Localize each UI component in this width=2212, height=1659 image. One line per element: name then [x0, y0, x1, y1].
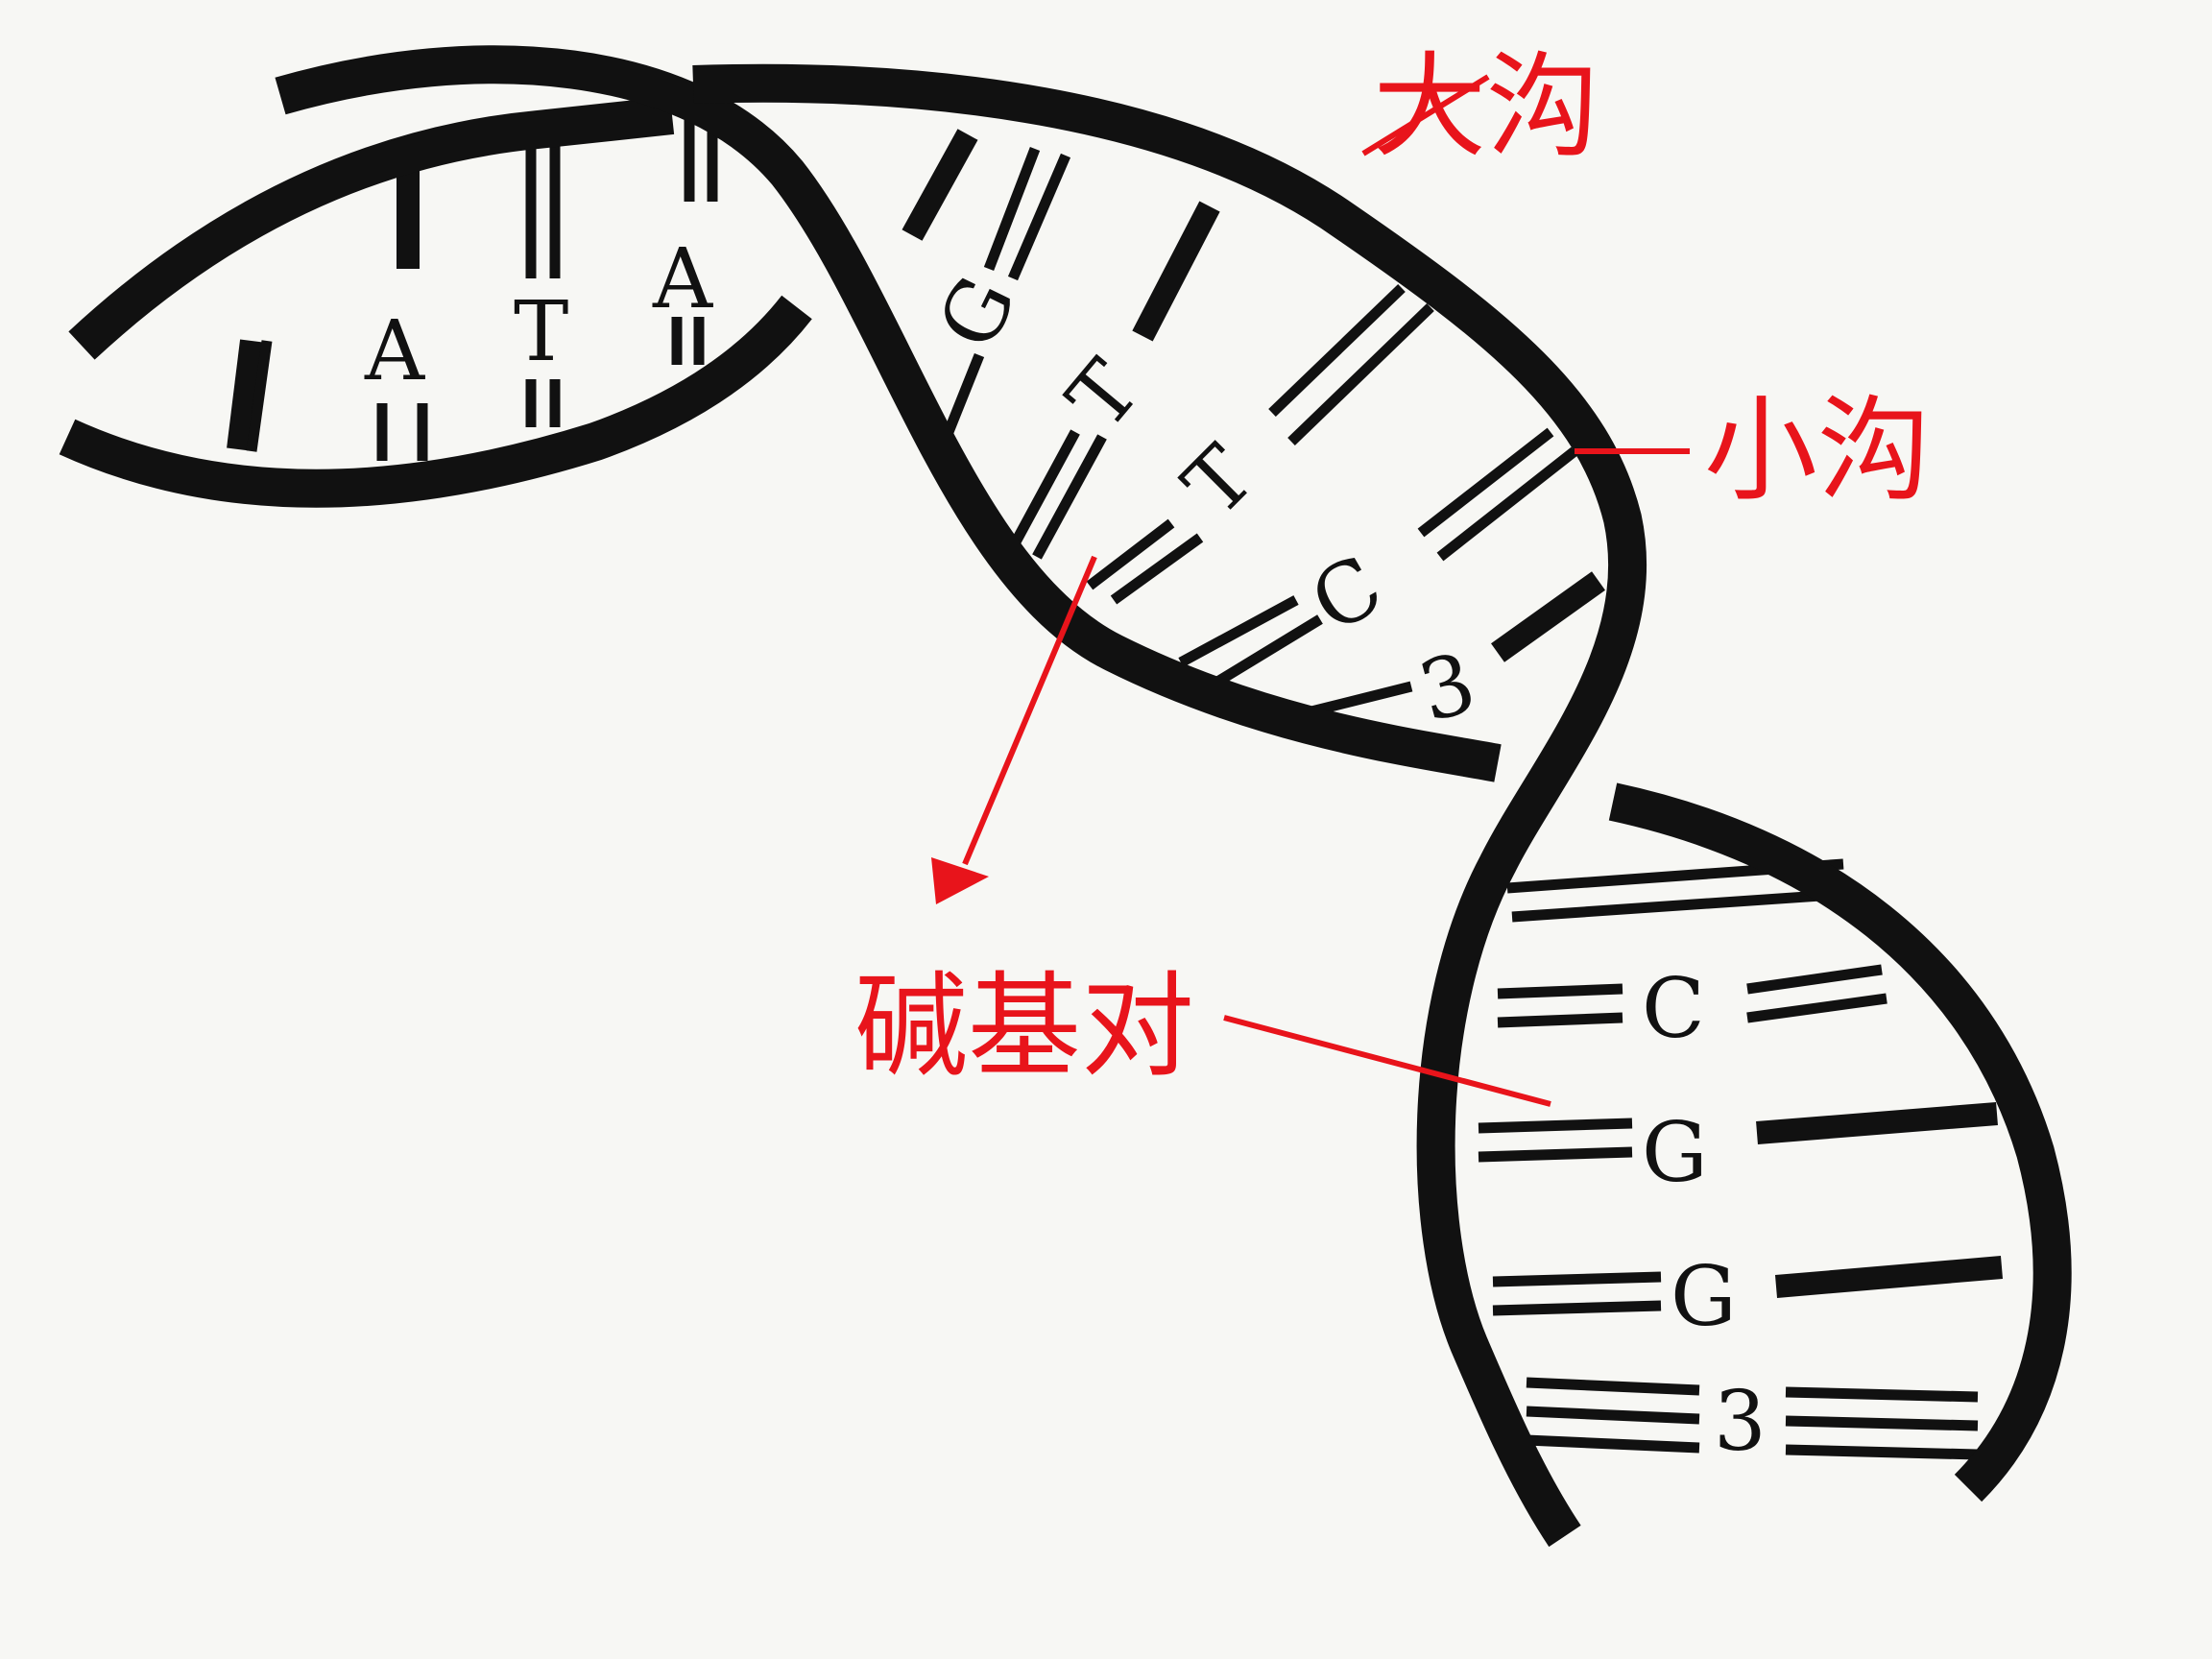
- strand-left-upper: [68, 96, 675, 360]
- annotations: 大沟 小沟 碱基对: [854, 40, 1931, 1107]
- base-letter: G: [1642, 1105, 1708, 1201]
- base-letter: T: [514, 284, 568, 380]
- rung-group-g2: [1492, 1256, 2004, 1316]
- base-letter: T: [1166, 428, 1272, 535]
- strand-left-lower: [59, 295, 812, 508]
- base-pair-label: 碱基对: [854, 960, 1194, 1093]
- strand-middle-upper: [692, 63, 1647, 1548]
- backbone-strands: [59, 45, 2072, 1548]
- rung-group-g1: [1478, 1102, 1998, 1163]
- rung-group-t1: [1008, 201, 1220, 560]
- rung-group-a2: [376, 144, 428, 461]
- base-letter: T: [1049, 344, 1158, 447]
- base-letter: 3: [1714, 1374, 1767, 1470]
- base-letter: 3: [1409, 635, 1485, 741]
- base-letter: A: [364, 303, 425, 399]
- arrowhead-icon: [931, 857, 989, 904]
- rung-group-t: [525, 142, 561, 427]
- major-groove-label: 大沟: [1373, 40, 1599, 173]
- strand-lower-right: [1608, 782, 2072, 1503]
- rung-group-t2: [1086, 284, 1434, 605]
- base-pair-pointer: [1223, 1015, 1551, 1107]
- rung-group-3b: [1526, 1377, 1979, 1460]
- major-groove-pointer: [1361, 74, 1490, 156]
- rung-group-c: [1178, 427, 1578, 691]
- minor-groove-label: 小沟: [1704, 384, 1931, 517]
- base-letter: C: [1296, 538, 1399, 653]
- strand-crossing: [275, 45, 1502, 782]
- base-letter: C: [1642, 961, 1705, 1057]
- base-letter: G: [1671, 1249, 1737, 1345]
- base-pair-arrow-line: [962, 555, 1097, 866]
- base-pair-rungs: [227, 120, 2004, 1460]
- rung-group-a1: [227, 339, 273, 452]
- base-letter: A: [652, 231, 713, 327]
